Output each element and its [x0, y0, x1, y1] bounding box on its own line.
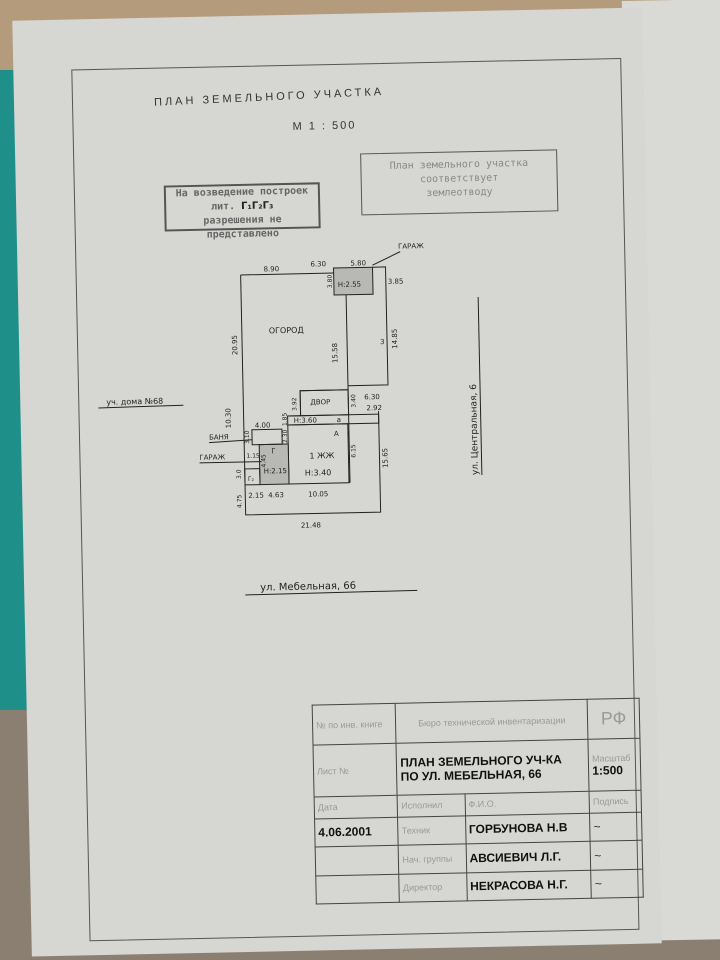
- cell-executor-label: Исполнил: [397, 793, 466, 817]
- dim: 4.00: [255, 421, 271, 429]
- label-garage-left-height: Н:2.15: [264, 467, 287, 475]
- leader-garage-left: [199, 461, 262, 464]
- cell-fio-label: Ф.И.О.: [464, 791, 590, 816]
- label-a: а: [337, 416, 341, 424]
- neighbor-right: ул. Центральная, 6: [469, 384, 481, 475]
- shed-g2: [244, 468, 261, 486]
- dim: 14.85: [391, 329, 399, 349]
- dim: 6.15: [350, 444, 357, 458]
- cell-role: Директор: [399, 872, 467, 903]
- cell-empty: [315, 873, 400, 905]
- dim: 2.30: [282, 429, 289, 443]
- dim: 15.65: [381, 448, 389, 468]
- cell-name: АВСИЕВИЧ Л.Г.: [465, 841, 591, 873]
- dim: 1.85: [282, 412, 289, 426]
- cell-bureau: Бюро технической инвентаризации: [395, 699, 589, 744]
- dim: 4.75: [236, 494, 243, 508]
- signature: ~: [589, 811, 643, 842]
- dim: 3.40: [350, 394, 357, 408]
- dim: 8.90: [263, 265, 279, 273]
- dim: 1.15: [246, 453, 260, 460]
- dim: 3.10: [244, 430, 251, 444]
- label-G: Г: [271, 447, 275, 455]
- cell-sheet-label: Лист №: [313, 743, 398, 798]
- dim: 4.45: [260, 454, 267, 468]
- dim: 3.80: [327, 274, 334, 288]
- document-sheet: ПЛАН ЗЕМЕЛЬНОГО УЧАСТКА М 1 : 500 На воз…: [12, 7, 662, 957]
- scale-label: Масштаб: [591, 752, 631, 764]
- inner-line: [345, 294, 351, 483]
- signature: ~: [590, 840, 643, 870]
- signature: ~: [590, 868, 644, 899]
- dim: 4.63: [268, 491, 284, 499]
- cell-inv-label: № по инв. книге: [312, 703, 397, 746]
- label-strip-height: Н:3.60: [294, 416, 317, 424]
- cell-role: Техник: [397, 815, 466, 846]
- label-garden: ОГОРОД: [269, 326, 304, 336]
- garage-top: [333, 266, 374, 296]
- dim: 6.30: [310, 260, 326, 268]
- label-house-height: Н:3.40: [305, 468, 332, 478]
- dim: 15.58: [331, 343, 339, 363]
- neighbor-line: [98, 404, 184, 409]
- dim: 10.30: [224, 408, 232, 428]
- cell-role: Нач. группы: [398, 843, 467, 874]
- street-right-line: [477, 296, 483, 475]
- dim: 3: [380, 338, 385, 346]
- cell-date-label: Дата: [314, 795, 398, 819]
- dim: 2.15: [248, 492, 264, 500]
- dim: 10.05: [308, 490, 328, 498]
- label-yard: ДВОР: [310, 398, 330, 406]
- neighbor-bottom: ул. Мебельная, 66: [260, 581, 356, 594]
- cell-corner: РФ: [587, 698, 640, 740]
- cell-name: ГОРБУНОВА Н.В: [465, 812, 591, 844]
- cell-sign-label: Подпись: [589, 790, 642, 813]
- dimension-labels-small: 3.80 3.92 3.40 1.85 3.10 2.30 1.15 4.45 …: [236, 274, 358, 508]
- label-garage-top: ГАРАЖ: [398, 242, 424, 251]
- cell-name: НЕКРАСОВА Н.Г.: [466, 869, 592, 901]
- label-garage-top-height: Н:2.55: [338, 280, 361, 288]
- label-garage-left: ГАРАЖ: [199, 453, 225, 462]
- label-G2: Г₂: [248, 476, 255, 483]
- bath: [251, 428, 283, 446]
- dim: 3.92: [291, 397, 298, 411]
- label-bath: БАНЯ: [209, 433, 229, 441]
- label-A: А: [334, 430, 339, 438]
- leader-bath: [209, 439, 253, 444]
- dim: 21.48: [301, 521, 321, 529]
- dim: 20.95: [231, 335, 239, 355]
- site-plan: ОГОРОД ДВОР 1 ЖЖ Н:3.40 ГАРАЖ Н:2.55 ГАР…: [98, 242, 483, 596]
- street-bottom-line: [245, 589, 418, 596]
- dim: 3.85: [388, 278, 404, 286]
- dim: 6.30: [364, 393, 380, 401]
- label-house: 1 ЖЖ: [309, 451, 334, 461]
- cell-empty: [315, 845, 400, 876]
- neighbor-left: уч. дома №68: [106, 397, 163, 407]
- cell-date-value: 4.06.2001: [314, 816, 399, 848]
- dimension-labels: 8.90 6.30 5.80 3.85 20.95 15.58 14.85 6.…: [224, 259, 404, 529]
- lot-boundary: [240, 266, 389, 516]
- leader-garage: [372, 251, 401, 266]
- scale-value: 1:500: [592, 762, 624, 778]
- dim: 3.0: [236, 469, 243, 479]
- title-block: № по инв. книге Бюро технической инвента…: [312, 698, 644, 905]
- dim: 2.92: [366, 404, 382, 412]
- dim: 5.80: [350, 259, 366, 267]
